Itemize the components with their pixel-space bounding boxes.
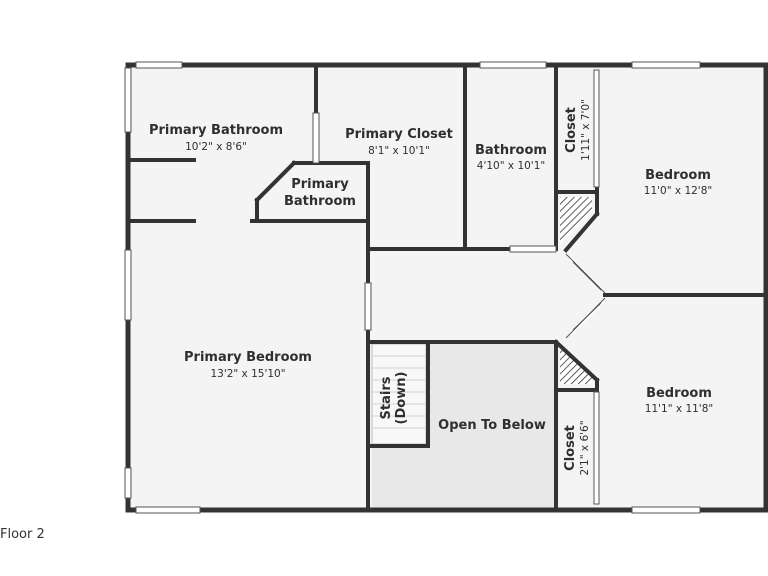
- stairs-name-2: (Down): [394, 372, 409, 425]
- closet-bottom-dims: 2'1" x 6'6": [579, 420, 591, 475]
- hall-opening-edges: [565, 253, 606, 339]
- window-top-2: [479, 61, 547, 69]
- open-to-below-name: Open To Below: [438, 418, 546, 433]
- primary-bathroom-small-name-2: Bathroom: [284, 194, 356, 209]
- primary-bathroom-name: Primary Bathroom: [149, 123, 283, 138]
- door-bathroom: [509, 245, 557, 253]
- bedroom-top-dims: 11'0" x 12'8": [644, 185, 712, 197]
- windows: [124, 61, 701, 514]
- window-left-1: [124, 67, 132, 133]
- window-top-1: [135, 61, 183, 69]
- primary-bathroom-dims: 10'2" x 8'6": [185, 141, 247, 153]
- bathroom-name: Bathroom: [475, 143, 547, 158]
- window-left-2: [124, 249, 132, 321]
- chase-top: [560, 197, 592, 244]
- primary-bedroom-name: Primary Bedroom: [184, 350, 312, 365]
- door-primary-bedroom: [364, 282, 372, 331]
- closet-top-label: Closet 1'11" x 7'0": [564, 99, 592, 161]
- bedroom-bottom-name: Bedroom: [646, 386, 712, 401]
- window-left-3: [124, 467, 132, 499]
- bedroom-bottom-dims: 11'1" x 11'8": [645, 403, 713, 415]
- stairs-name-1: Stairs: [379, 376, 394, 419]
- closet-top-name: Closet: [564, 107, 579, 153]
- primary-bathroom-small-name-1: Primary: [291, 177, 349, 192]
- primary-bedroom-dims: 13'2" x 15'10": [210, 368, 285, 380]
- floor-label: Floor 2: [0, 527, 45, 542]
- primary-closet-dims: 8'1" x 10'1": [368, 145, 430, 157]
- primary-closet-name: Primary Closet: [345, 127, 453, 142]
- window-bottom-2: [631, 506, 701, 514]
- bathroom-dims: 4'10" x 10'1": [477, 160, 545, 172]
- closet-top-dims: 1'11" x 7'0": [580, 99, 592, 161]
- closet-top-door: [593, 69, 600, 188]
- closet-bottom-label: Closet 2'1" x 6'6": [563, 420, 591, 475]
- stairs-label: Stairs (Down): [379, 372, 409, 425]
- bedroom-top-name: Bedroom: [645, 168, 711, 183]
- door-primary-closet: [312, 112, 320, 164]
- closet-bottom-name: Closet: [563, 425, 578, 471]
- closet-bottom-door: [593, 391, 600, 505]
- window-top-3: [631, 61, 701, 69]
- window-bottom-1: [135, 506, 201, 514]
